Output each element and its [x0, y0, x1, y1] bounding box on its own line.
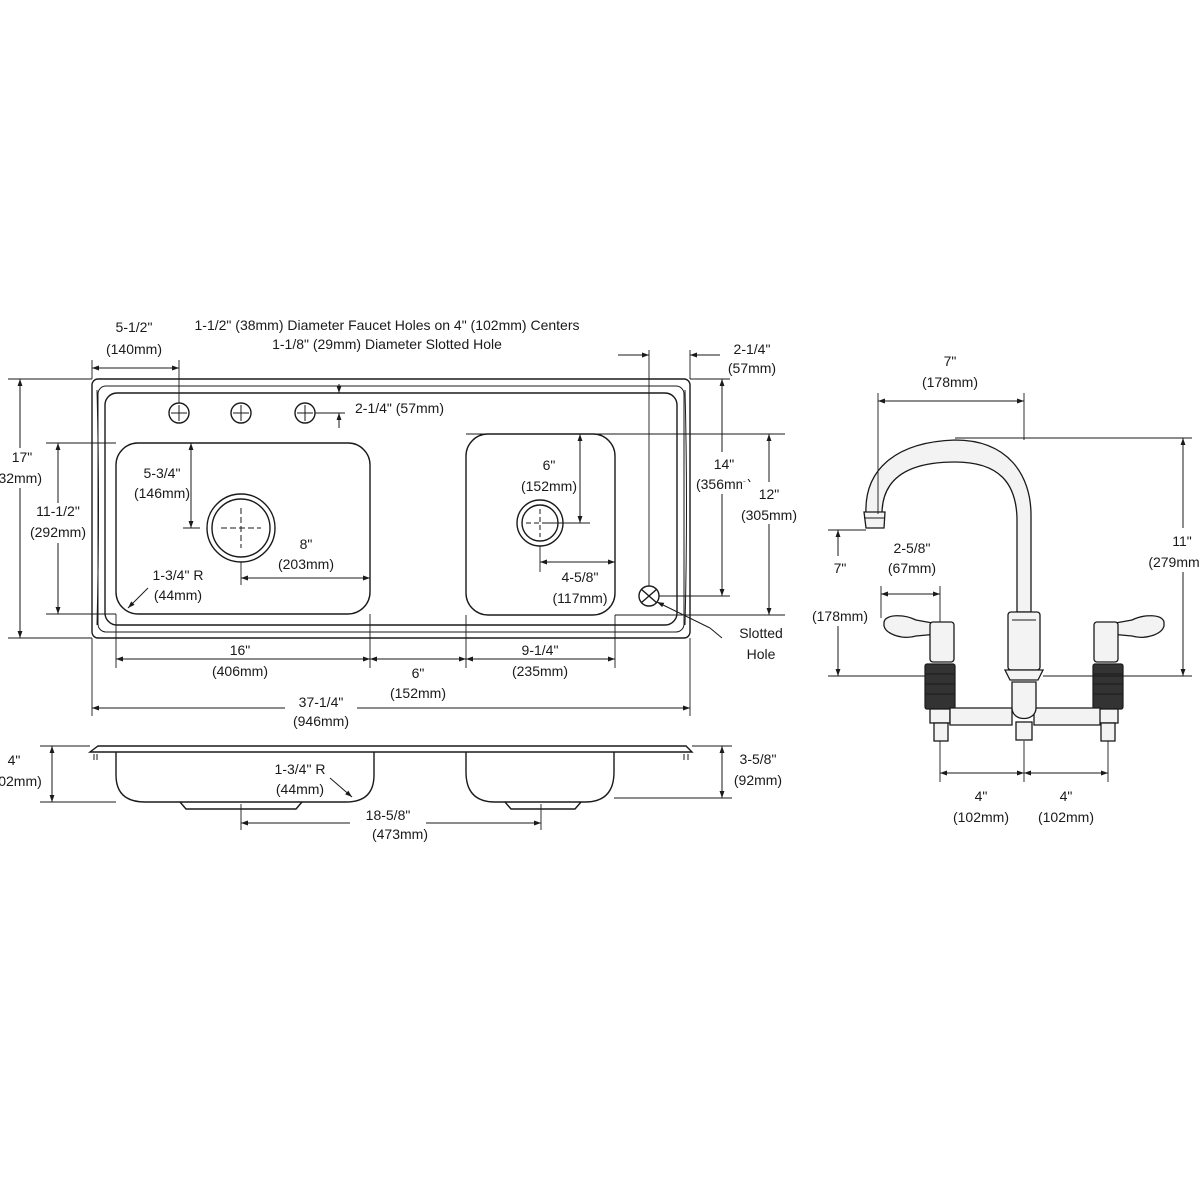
left-bowl	[115, 442, 371, 615]
dim-37-1-4: 37-1/4"	[299, 694, 344, 710]
dim-2-1-4-holes: 2-1/4" (57mm)	[355, 400, 444, 416]
dim-9-1-4-mm: (235mm)	[512, 663, 568, 679]
faucet-dim-11: 11"	[1172, 533, 1192, 549]
slotted-hole-label: Slotted	[739, 625, 783, 641]
right-valve	[1092, 663, 1124, 710]
left-drain-inner	[211, 498, 271, 558]
faucet-dim-7-left-mm: (178mm)	[812, 608, 868, 624]
faucet-view	[863, 439, 1165, 742]
dim-16: 16"	[230, 642, 251, 658]
dim-6-between: 6"	[412, 665, 425, 681]
dim-16-mm: (406mm)	[212, 663, 268, 679]
dim-17-mm: (432mm)	[0, 470, 42, 486]
sink-side-flange	[87, 745, 694, 753]
dim-5-1-2-mm: (140mm)	[106, 341, 162, 357]
dim-5-3-4-mm: (146mm)	[134, 485, 190, 501]
dim-14: 14"	[714, 456, 735, 472]
dim-9-1-4: 9-1/4"	[522, 642, 559, 658]
dim-37-1-4-mm: (946mm)	[293, 713, 349, 729]
right-handle-body	[1093, 621, 1119, 663]
faucet-hole-center	[230, 402, 252, 424]
right-bowl-profile	[465, 752, 615, 803]
dim-6-drain: 6"	[543, 457, 556, 473]
left-handle-body	[929, 621, 955, 663]
left-bowl-profile	[115, 752, 375, 803]
dim-5-1-2: 5-1/2"	[116, 319, 153, 335]
faucet-body	[1007, 611, 1041, 671]
dim-14-mm: (356mm)	[696, 476, 752, 492]
right-bowl-drain	[504, 801, 582, 810]
dim-1-3-4-r: 1-3/4" R	[153, 567, 204, 583]
faucet-dim-7-top: 7"	[944, 353, 957, 369]
faucet-dim-7-top-mm: (178mm)	[922, 374, 978, 390]
sink-side-view	[87, 745, 694, 810]
side-dim-3-5-8: 3-5/8"	[740, 751, 777, 767]
side-dim-18-5-8-mm: (473mm)	[372, 826, 428, 842]
side-dim-3-5-8-mm: (92mm)	[734, 772, 782, 788]
faucet-dim-2-5-8-mm: (67mm)	[888, 560, 936, 576]
faucet-dim-4-left-mm: (102mm)	[953, 809, 1009, 825]
faucet-dim-4-right-mm: (102mm)	[1038, 809, 1094, 825]
left-valve	[924, 663, 956, 710]
side-dim-18-5-8: 18-5/8"	[366, 807, 411, 823]
dim-11-1-2-mm: (292mm)	[30, 524, 86, 540]
right-bowl	[465, 433, 616, 616]
dim-5-3-4: 5-3/4"	[144, 465, 181, 481]
faucet-dim-2-5-8: 2-5/8"	[894, 540, 931, 556]
side-dim-1-3-4-r: 1-3/4" R	[275, 761, 326, 777]
dim-4-5-8-mm: (117mm)	[553, 590, 608, 606]
dim-6-between-mm: (152mm)	[390, 685, 446, 701]
faucet-dim-11-mm: (279mm	[1148, 554, 1199, 570]
faucet-dim-4-right: 4"	[1060, 788, 1073, 804]
dim-8: 8"	[300, 536, 313, 552]
dim-11-1-2: 11-1/2"	[36, 503, 80, 519]
faucet-dim-4-left: 4"	[975, 788, 988, 804]
side-dim-4: 4"	[8, 752, 21, 768]
sink-deck	[104, 392, 678, 626]
dim-12: 12"	[759, 486, 780, 502]
faucet-holes-note: 1-1/2" (38mm) Diameter Faucet Holes on 4…	[195, 317, 580, 333]
spout-tip	[863, 511, 886, 529]
dim-17: 17"	[12, 449, 33, 465]
connector-pipe	[949, 707, 1101, 726]
side-dim-1-3-4-r-mm: (44mm)	[276, 781, 324, 797]
dim-6-drain-mm: (152mm)	[521, 478, 577, 494]
faucet-spout	[865, 439, 1032, 613]
dim-8-mm: (203mm)	[278, 556, 334, 572]
sink-rim-outer	[91, 378, 691, 639]
dim-12-mm: (305mm)	[741, 507, 797, 523]
dim-4-5-8: 4-5/8"	[562, 569, 599, 585]
dim-2-1-4-top: 2-1/4"	[734, 341, 771, 357]
slotted-hole-note: 1-1/8" (29mm) Diameter Slotted Hole	[272, 336, 502, 352]
side-dim-4-mm: 02mm)	[0, 773, 42, 789]
faucet-dim-7-left: 7"	[834, 560, 847, 576]
dim-1-3-4-r-mm: (44mm)	[154, 587, 202, 603]
slotted-hole-label-2: Hole	[747, 646, 776, 662]
dim-2-1-4-top-mm: (57mm)	[728, 360, 776, 376]
